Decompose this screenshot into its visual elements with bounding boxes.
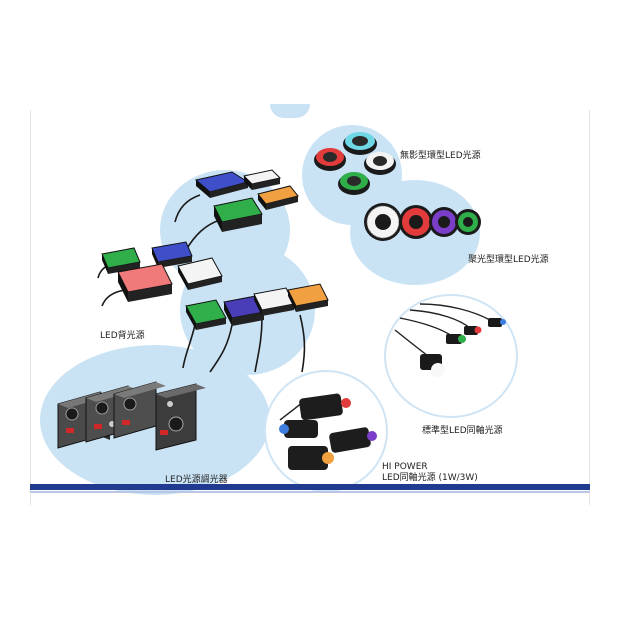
led-panel-green-lower — [185, 299, 227, 330]
label-shadowless-ring: 無影型環型LED光源 — [400, 151, 481, 161]
label-hipower-line1: HI POWER — [382, 462, 428, 472]
led-panel-amber-lower — [287, 283, 329, 312]
focus-ring-red — [399, 205, 433, 239]
ring-light-green — [338, 172, 370, 195]
focus-ring-white — [364, 203, 402, 241]
label-backlight: LED背光源 — [100, 331, 145, 341]
bubble-top-stub — [270, 104, 310, 118]
ring-light-cyan — [343, 132, 377, 155]
ring-light-white — [364, 152, 396, 175]
coaxial-heads — [420, 318, 506, 377]
led-panel-green-left — [101, 247, 141, 274]
panel-edge-right — [589, 110, 590, 505]
label-focus-ring: 聚光型環型LED光源 — [468, 255, 549, 265]
panel-edge-left — [30, 110, 31, 505]
led-panel-amber-small — [257, 185, 299, 210]
label-coaxial-standard: 標準型LED同軸光源 — [422, 426, 503, 436]
dimmer-controllers — [57, 381, 206, 451]
led-panel-green-large — [213, 197, 263, 232]
led-panel-white-mid — [177, 257, 223, 290]
label-dimmer: LED光源調光器 — [165, 475, 228, 485]
focus-ring-blue — [429, 207, 459, 237]
led-panel-blue-top — [194, 171, 250, 198]
bottom-rule — [30, 484, 590, 490]
ring-light-red — [314, 148, 346, 171]
circle-coaxial-standard — [384, 294, 518, 418]
led-panel-blue-mid — [151, 241, 193, 268]
label-hipower-line2: LED同軸光源 (1W/3W) — [382, 473, 478, 483]
focus-ring-green — [455, 209, 481, 235]
hipower-lights — [279, 393, 377, 470]
led-panel-white-lower — [253, 287, 295, 316]
bottom-rule-light — [30, 491, 590, 493]
led-panel-white-small — [242, 169, 282, 190]
led-panel-red-large — [117, 263, 173, 302]
